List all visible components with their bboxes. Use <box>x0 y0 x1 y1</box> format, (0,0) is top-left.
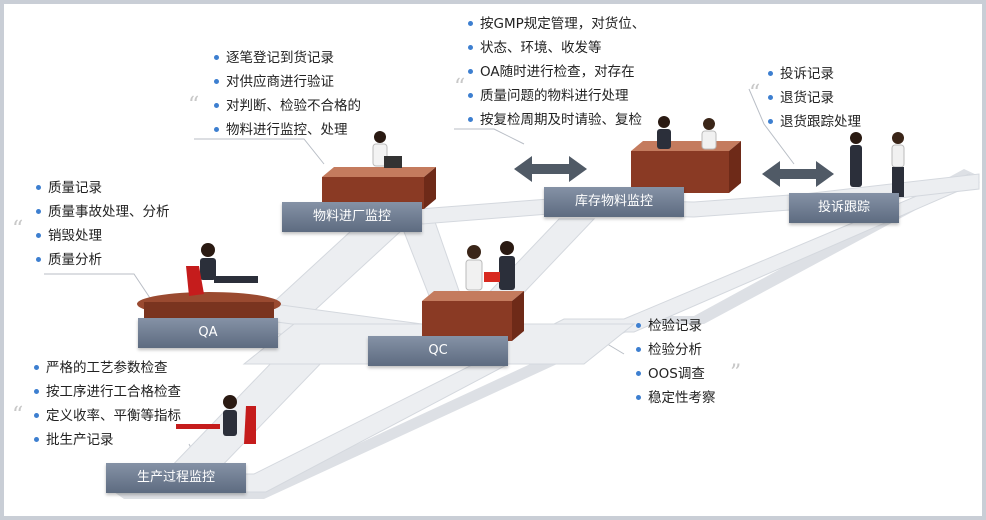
list-item: 批生产记录 <box>32 428 181 452</box>
incoming-notes: 逐笔登记到货记录 对供应商进行验证 对判断、检验不合格的 物料进行监控、处理 <box>212 46 361 142</box>
list-item: 对判断、检验不合格的 <box>212 94 361 118</box>
list-item: OOS调查 <box>634 362 716 386</box>
quote-icon: “ <box>188 93 200 118</box>
list-item: 投诉记录 <box>766 62 861 86</box>
list-item: 定义收率、平衡等指标 <box>32 404 181 428</box>
list-item: 稳定性考察 <box>634 386 716 410</box>
list-item: 按GMP规定管理，对货位、 <box>466 12 645 36</box>
qc-label: QC <box>368 336 508 366</box>
qa-notes: 质量记录 质量事故处理、分析 销毁处理 质量分析 <box>34 176 170 272</box>
qa-label: QA <box>138 318 278 348</box>
list-item: 按复检周期及时请验、复检 <box>466 108 645 132</box>
flow-diagram: QA QC 生产过程监控 物料进厂监控 库存物料监控 投诉跟踪 “ “ “ “ … <box>4 4 982 516</box>
complaint-label: 投诉跟踪 <box>789 193 899 223</box>
list-item: 质量事故处理、分析 <box>34 200 170 224</box>
list-item: 质量分析 <box>34 248 170 272</box>
list-item: 退货跟踪处理 <box>766 110 861 134</box>
list-item: OA随时进行检查，对存在 <box>466 60 645 84</box>
quote-icon: “ <box>12 217 24 242</box>
production-notes: 严格的工艺参数检查 按工序进行工合格检查 定义收率、平衡等指标 批生产记录 <box>32 356 181 452</box>
list-item: 按工序进行工合格检查 <box>32 380 181 404</box>
list-item: 状态、环境、收发等 <box>466 36 645 60</box>
list-item: 对供应商进行验证 <box>212 70 361 94</box>
incoming-label: 物料进厂监控 <box>282 202 422 232</box>
quote-icon: “ <box>454 75 466 100</box>
list-item: 检验记录 <box>634 314 716 338</box>
list-item: 严格的工艺参数检查 <box>32 356 181 380</box>
production-label: 生产过程监控 <box>106 463 246 493</box>
complaint-notes: 投诉记录 退货记录 退货跟踪处理 <box>766 62 861 134</box>
inventory-notes: 按GMP规定管理，对货位、 状态、环境、收发等 OA随时进行检查，对存在 质量问… <box>466 12 645 132</box>
list-item: 物料进行监控、处理 <box>212 118 361 142</box>
quote-icon: “ <box>749 81 761 106</box>
list-item: 退货记录 <box>766 86 861 110</box>
list-item: 质量记录 <box>34 176 170 200</box>
list-item: 质量问题的物料进行处理 <box>466 84 645 108</box>
inventory-label: 库存物料监控 <box>544 187 684 217</box>
list-item: 销毁处理 <box>34 224 170 248</box>
quote-icon: ” <box>730 361 742 386</box>
list-item: 逐笔登记到货记录 <box>212 46 361 70</box>
quote-icon: “ <box>12 403 24 428</box>
qc-notes: 检验记录 检验分析 OOS调查 稳定性考察 <box>634 314 716 410</box>
person-icon <box>176 116 905 444</box>
double-arrow-icon <box>514 156 834 187</box>
list-item: 检验分析 <box>634 338 716 362</box>
